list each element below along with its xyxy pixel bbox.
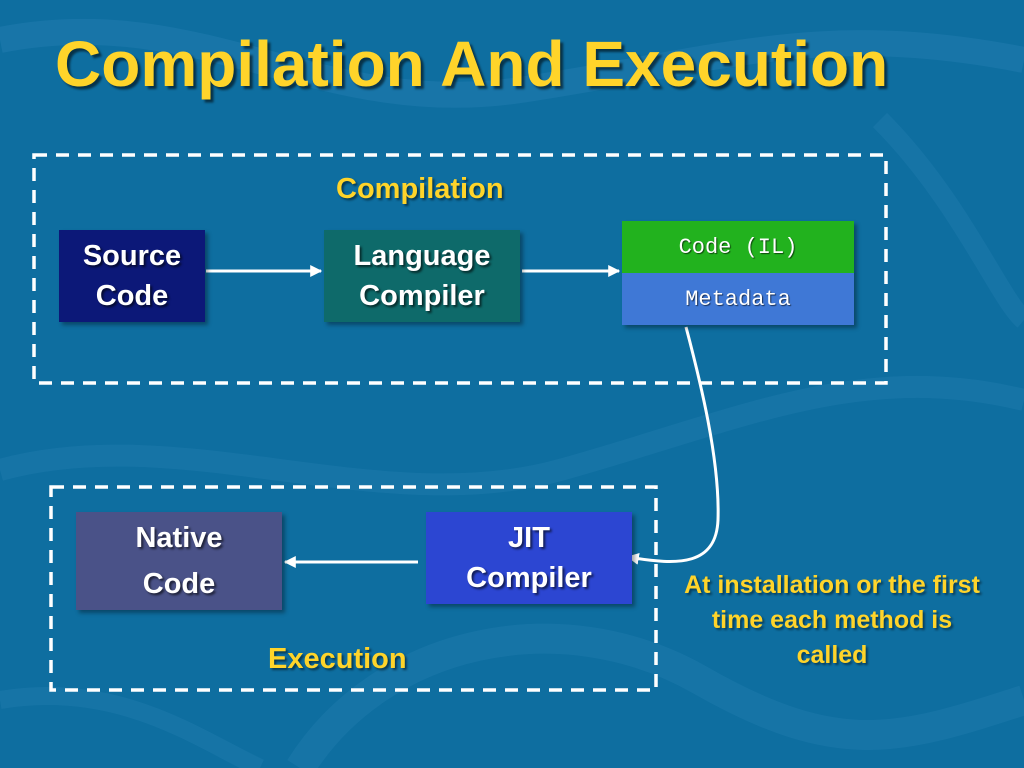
- source-code-line-1: Source: [82, 240, 182, 272]
- jit-timing-note: At installation or the first time each m…: [684, 571, 980, 669]
- metadata-block: Metadata: [622, 273, 854, 325]
- page-title: Compilation And Execution: [55, 28, 889, 100]
- compilation-label: Compilation: [336, 173, 504, 205]
- native-code-line-2: Code: [142, 568, 216, 600]
- il-code-block: Code (IL): [622, 221, 854, 273]
- arrow-metadata-to-jit: [626, 326, 720, 565]
- source-code-box: Source Code: [59, 230, 205, 322]
- jit-compiler-line-2: Compiler: [466, 562, 592, 594]
- jit-compiler-box: JIT Compiler: [426, 512, 632, 604]
- language-compiler-line-2: Compiler: [359, 280, 485, 312]
- jit-compiler-line-1: JIT: [508, 522, 550, 554]
- native-code-box: Native Code: [76, 512, 282, 610]
- language-compiler-box: Language Compiler: [324, 230, 520, 322]
- language-compiler-line-1: Language: [353, 240, 491, 272]
- source-code-line-2: Code: [95, 280, 169, 312]
- execution-label: Execution: [268, 643, 407, 675]
- il-assembly-box: Code (IL) Metadata: [622, 221, 854, 325]
- native-code-line-1: Native: [135, 522, 223, 554]
- compilation-group-border: [32, 153, 888, 385]
- execution-group-border: [49, 485, 658, 692]
